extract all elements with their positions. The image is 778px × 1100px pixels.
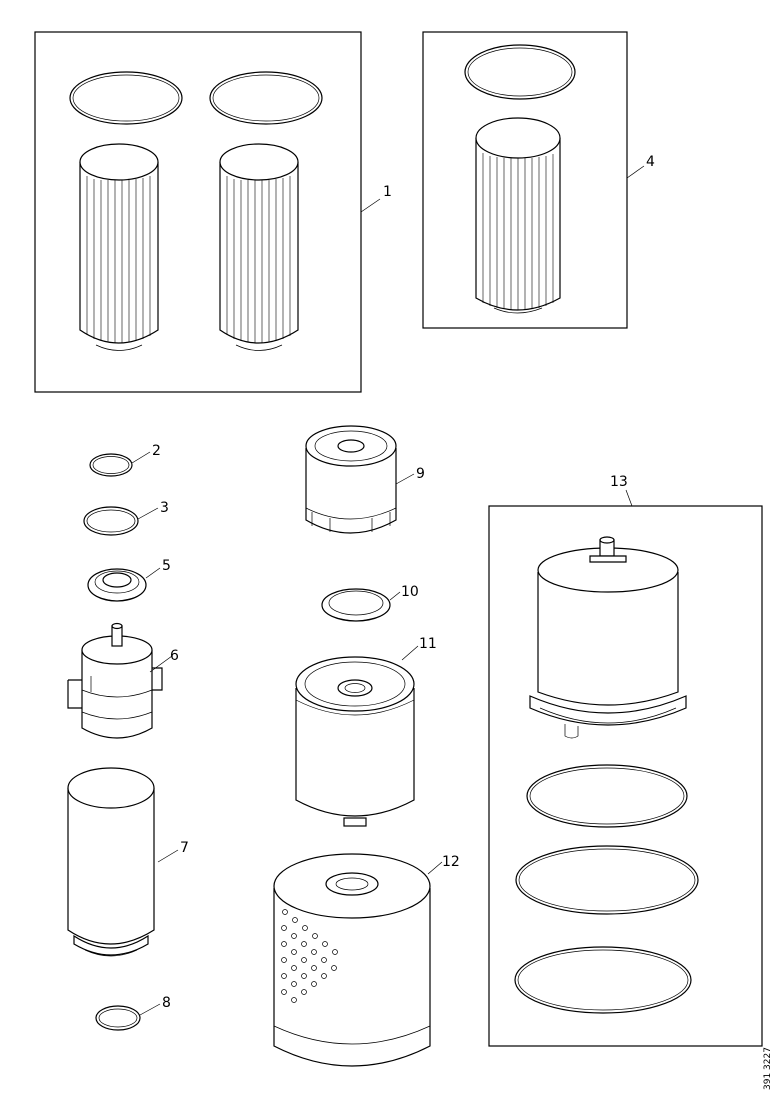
- kit-13-group: 13: [488, 474, 763, 1047]
- part-8-ring: 8: [95, 995, 171, 1031]
- kit-13-ring-1: [526, 764, 688, 828]
- callout-8: 8: [162, 995, 171, 1011]
- kit-1-filter-right: [219, 143, 299, 351]
- callout-2: 2: [152, 443, 161, 459]
- callout-4: 4: [646, 154, 655, 170]
- part-2-ring: 2: [89, 443, 161, 477]
- kit-1-ring-right: [209, 71, 323, 125]
- kit-1-group: 1: [34, 31, 392, 393]
- part-7-filter: 7: [67, 767, 189, 957]
- part-3-ring: 3: [83, 500, 169, 536]
- leader-4: [626, 165, 645, 179]
- leader-13: [625, 489, 633, 507]
- perforation-pattern: [281, 909, 338, 1003]
- part-6-housing: 6: [67, 622, 179, 739]
- kit-1-ring-left: [69, 71, 183, 125]
- part-9-filter: 9: [305, 425, 425, 534]
- kit-4-frame: [422, 31, 628, 329]
- callout-6: 6: [170, 648, 179, 664]
- part-5-seal: 5: [87, 558, 171, 602]
- kit-13-frame: [488, 505, 763, 1047]
- kit-13-ring-2: [515, 845, 699, 915]
- callout-3: 3: [160, 500, 169, 516]
- callout-1: 1: [383, 184, 392, 200]
- kit-4-filter: [475, 117, 561, 314]
- callout-10: 10: [401, 584, 419, 600]
- callout-7: 7: [180, 840, 189, 856]
- part-12-cartridge: 12: [273, 853, 460, 1067]
- callout-12: 12: [442, 854, 460, 870]
- kit-1-filter-left: [79, 143, 159, 351]
- callout-5: 5: [162, 558, 171, 574]
- kit-4-group: 4: [422, 31, 655, 329]
- callout-11: 11: [419, 636, 437, 652]
- kit-13-housing: [529, 536, 687, 739]
- callout-9: 9: [416, 466, 425, 482]
- drawing-code: 391 3227: [763, 1047, 773, 1090]
- leader-1: [360, 198, 381, 213]
- callout-13: 13: [610, 474, 628, 490]
- part-10-seal: 10: [321, 584, 419, 622]
- kit-13-ring-3: [514, 946, 692, 1014]
- part-11-filter: 11: [295, 636, 437, 827]
- kit-4-ring: [464, 44, 576, 100]
